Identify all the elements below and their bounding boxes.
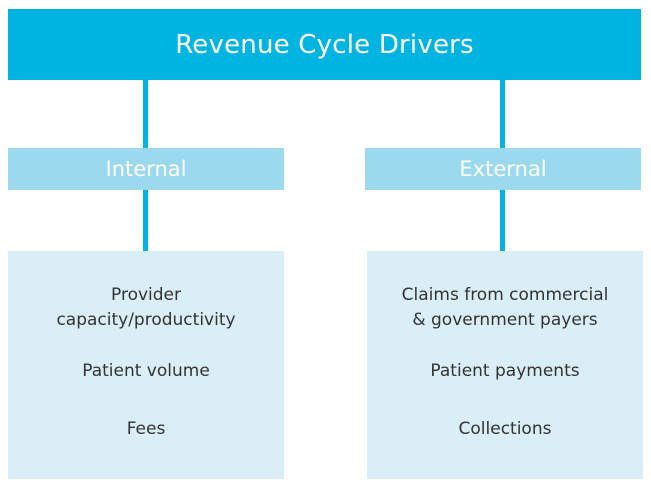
internal-drivers-box: Provider capacity/productivity Patient v…: [8, 251, 284, 479]
internal-item-provider-capacity: Provider capacity/productivity: [56, 285, 236, 330]
internal-header-label: Internal: [105, 157, 187, 181]
diagram-title: Revenue Cycle Drivers: [8, 9, 641, 80]
external-item-collections: Collections: [458, 419, 552, 439]
external-header: External: [365, 148, 641, 190]
diagram-title-text: Revenue Cycle Drivers: [175, 29, 474, 60]
internal-item-patient-volume: Patient volume: [82, 361, 210, 381]
external-header-label: External: [459, 157, 547, 181]
external-item-claims: Claims from commercial & government paye…: [401, 285, 609, 330]
connector-title-internal: [143, 80, 148, 148]
external-drivers-box: Claims from commercial & government paye…: [367, 251, 643, 479]
internal-header: Internal: [8, 148, 284, 190]
internal-item-fees: Fees: [126, 419, 166, 439]
connector-title-external: [500, 80, 505, 148]
connector-internal-content: [143, 190, 148, 251]
external-item-patient-payments: Patient payments: [430, 361, 580, 381]
connector-external-content: [500, 190, 505, 251]
